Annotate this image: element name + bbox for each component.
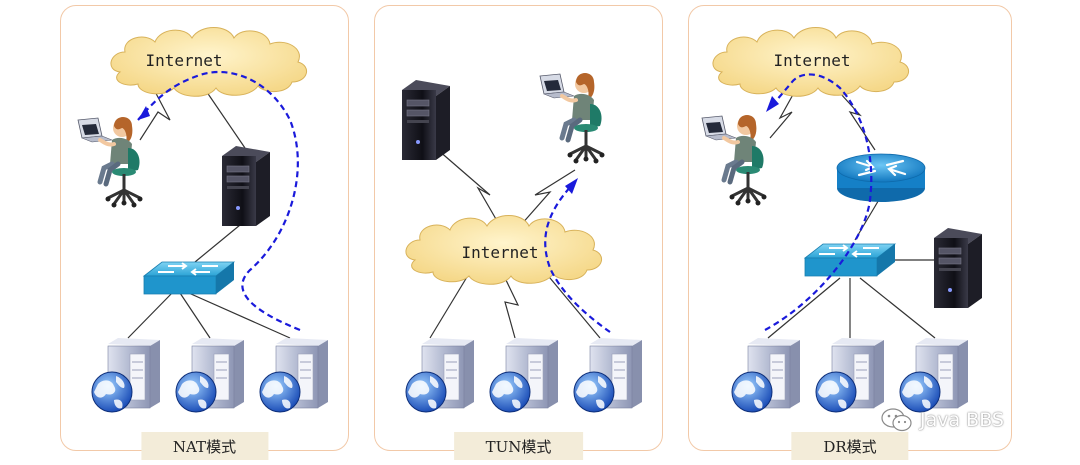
router-icon [835,152,927,204]
dr-link-switch-rs1 [767,277,841,339]
director-server-icon [401,79,451,161]
tun-diagram: Internet [401,73,643,413]
nat-traffic-path [137,70,301,332]
dr-traffic-path [764,73,873,331]
real-server-icon [91,337,161,413]
watermark-text: Java BBS [920,409,1004,431]
dr-mode-caption: DR模式 [791,432,909,460]
real-server-icon [731,337,801,413]
client-user-icon [540,73,605,164]
dr-diagram: Internet [702,27,983,413]
switch-icon [143,261,235,295]
nat-diagram: Internet [78,27,329,413]
internet-label: Internet [145,51,222,70]
tun-mode-caption: TUN模式 [453,432,584,460]
real-server-icon [259,337,329,413]
nat-link-switch-rs2 [177,289,211,339]
tun-link-client-internet [519,169,576,227]
dr-link-switch-rs3 [859,277,936,339]
nat-link-director-switch [194,224,241,263]
director-server-icon [221,145,271,227]
client-user-icon [702,115,767,206]
real-server-icon [899,337,969,413]
arrowhead-icon [766,96,779,112]
real-server-icon [815,337,885,413]
client-user-icon [78,117,143,208]
nat-mode-caption: NAT模式 [140,432,269,460]
nat-link-internet-client [139,81,171,141]
tun-link-internet-rs1 [429,271,471,339]
internet-label: Internet [773,51,850,70]
real-server-icon [175,337,245,413]
real-server-icon [405,337,475,413]
arrowhead-icon [565,178,578,194]
real-server-icon [489,337,559,413]
dr-link-internet-client [769,81,801,139]
arrowhead-icon [138,106,150,120]
tun-link-director-internet [437,149,501,227]
tun-link-internet-rs3 [544,271,601,339]
switch-icon [804,243,896,277]
wechat-icon [881,408,912,432]
dr-link-internet-router [829,81,876,151]
dr-link-router-switch [854,197,881,241]
tun-link-internet-rs2 [504,277,520,339]
nat-link-switch-rs3 [181,289,291,339]
nat-link-switch-rs1 [127,289,176,339]
watermark: Java BBS [880,405,1004,435]
director-server-icon [933,227,983,309]
internet-label: Internet [461,243,538,262]
real-server-icon [573,337,643,413]
tun-traffic-path [544,184,611,333]
